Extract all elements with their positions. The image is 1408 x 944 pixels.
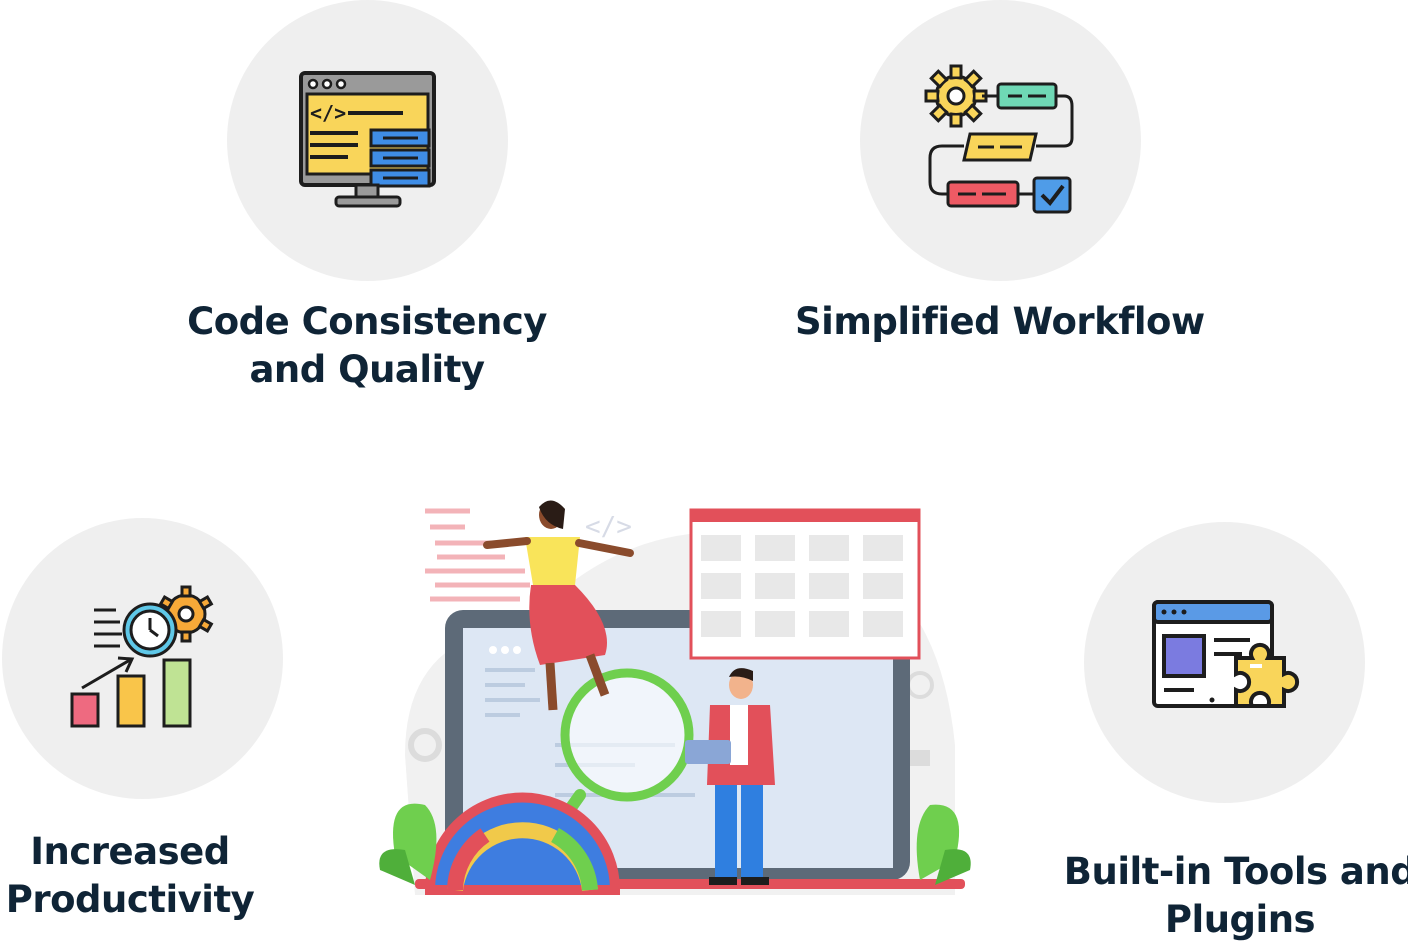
workflow-icon [924, 64, 1074, 214]
feature-title-line: Code Consistency [187, 300, 547, 343]
code-lines-decoration [425, 508, 530, 602]
feature-title-productivity: Increased Productivity [0, 828, 290, 924]
feature-title-line: Increased [30, 830, 230, 873]
speed-gauge [424, 792, 621, 895]
feature-title-line: Productivity [5, 878, 255, 921]
developer-illustration: </> [379, 500, 971, 895]
feature-title-line: Simplified Workflow [795, 300, 1205, 343]
man-figure [685, 668, 775, 885]
magnifier-lens [560, 668, 694, 802]
productivity-chart-icon [70, 585, 214, 728]
feature-title-code: Code Consistency and Quality [167, 298, 567, 394]
laptop-small [685, 740, 731, 764]
faded-lock-icon [910, 750, 930, 766]
puzzle-plugin-icon [1152, 600, 1300, 708]
code-monitor-icon: </> [299, 71, 436, 208]
feature-title-tools: Built-in Tools and Plugins [1060, 848, 1408, 944]
svg-text:</>: </> [310, 101, 346, 125]
browser-grid [701, 535, 903, 637]
feature-title-line: Plugins [1164, 898, 1316, 941]
feature-title-line: Built-in Tools and [1063, 850, 1408, 893]
feature-circle-productivity [2, 518, 283, 799]
faded-gear-icon [408, 728, 442, 762]
woman-figure [483, 500, 634, 711]
feature-title-line: and Quality [249, 348, 485, 391]
code-tag-text: </> [585, 512, 632, 542]
screen-dots [489, 646, 521, 654]
feature-title-workflow: Simplified Workflow [795, 298, 1205, 346]
